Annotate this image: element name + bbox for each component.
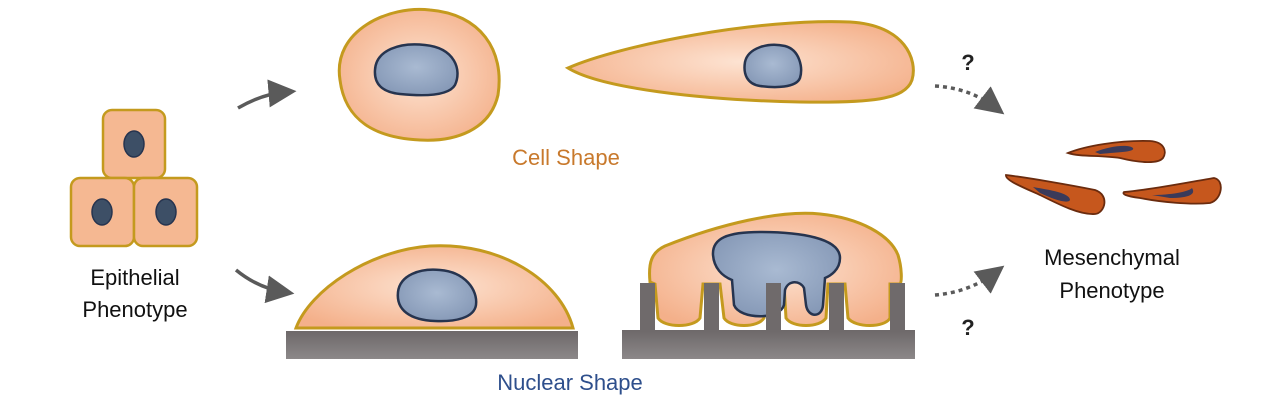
nucleus (743, 43, 803, 89)
mesenchymal-cell-cluster (1005, 140, 1222, 215)
epithelial-cell-cluster (69, 108, 199, 248)
arrow-to-cell-shape (237, 79, 297, 110)
dotted-arrow-bottom (934, 265, 1005, 297)
nucleus (373, 43, 459, 97)
arrow-to-nuclear-shape (234, 268, 295, 304)
nuclear-shape-label: Nuclear Shape (497, 370, 643, 395)
question-mark-bottom: ? (961, 315, 974, 340)
epithelial-nucleus (155, 198, 177, 226)
mesenchymal-cell (1122, 177, 1222, 205)
flat-substrate-cell (286, 244, 578, 359)
cell-shape-label: Cell Shape (512, 145, 620, 170)
mesenchymal-label-line2: Phenotype (1059, 278, 1164, 303)
pillar (704, 283, 719, 331)
round-cell (337, 7, 501, 142)
pillar (890, 283, 905, 331)
nucleus (711, 230, 842, 318)
pillar (640, 283, 655, 331)
nucleus (396, 268, 478, 323)
dotted-arrow-top (934, 84, 1005, 115)
elongated-cell (564, 20, 915, 104)
mesenchymal-label-line1: Mesenchymal (1044, 245, 1180, 270)
epithelial-nucleus (123, 130, 145, 158)
pillar (829, 283, 844, 331)
mesenchymal-cell (1065, 140, 1166, 164)
epithelial-label-line1: Epithelial (90, 265, 179, 290)
pillar-substrate-base (622, 330, 915, 359)
pillar (766, 283, 781, 331)
flat-substrate (286, 331, 578, 359)
epithelial-nucleus (91, 198, 113, 226)
pillar-substrate-cell (622, 211, 915, 359)
epithelial-label-line2: Phenotype (82, 297, 187, 322)
question-mark-top: ? (961, 50, 974, 75)
mesenchymal-cell (1005, 174, 1106, 215)
